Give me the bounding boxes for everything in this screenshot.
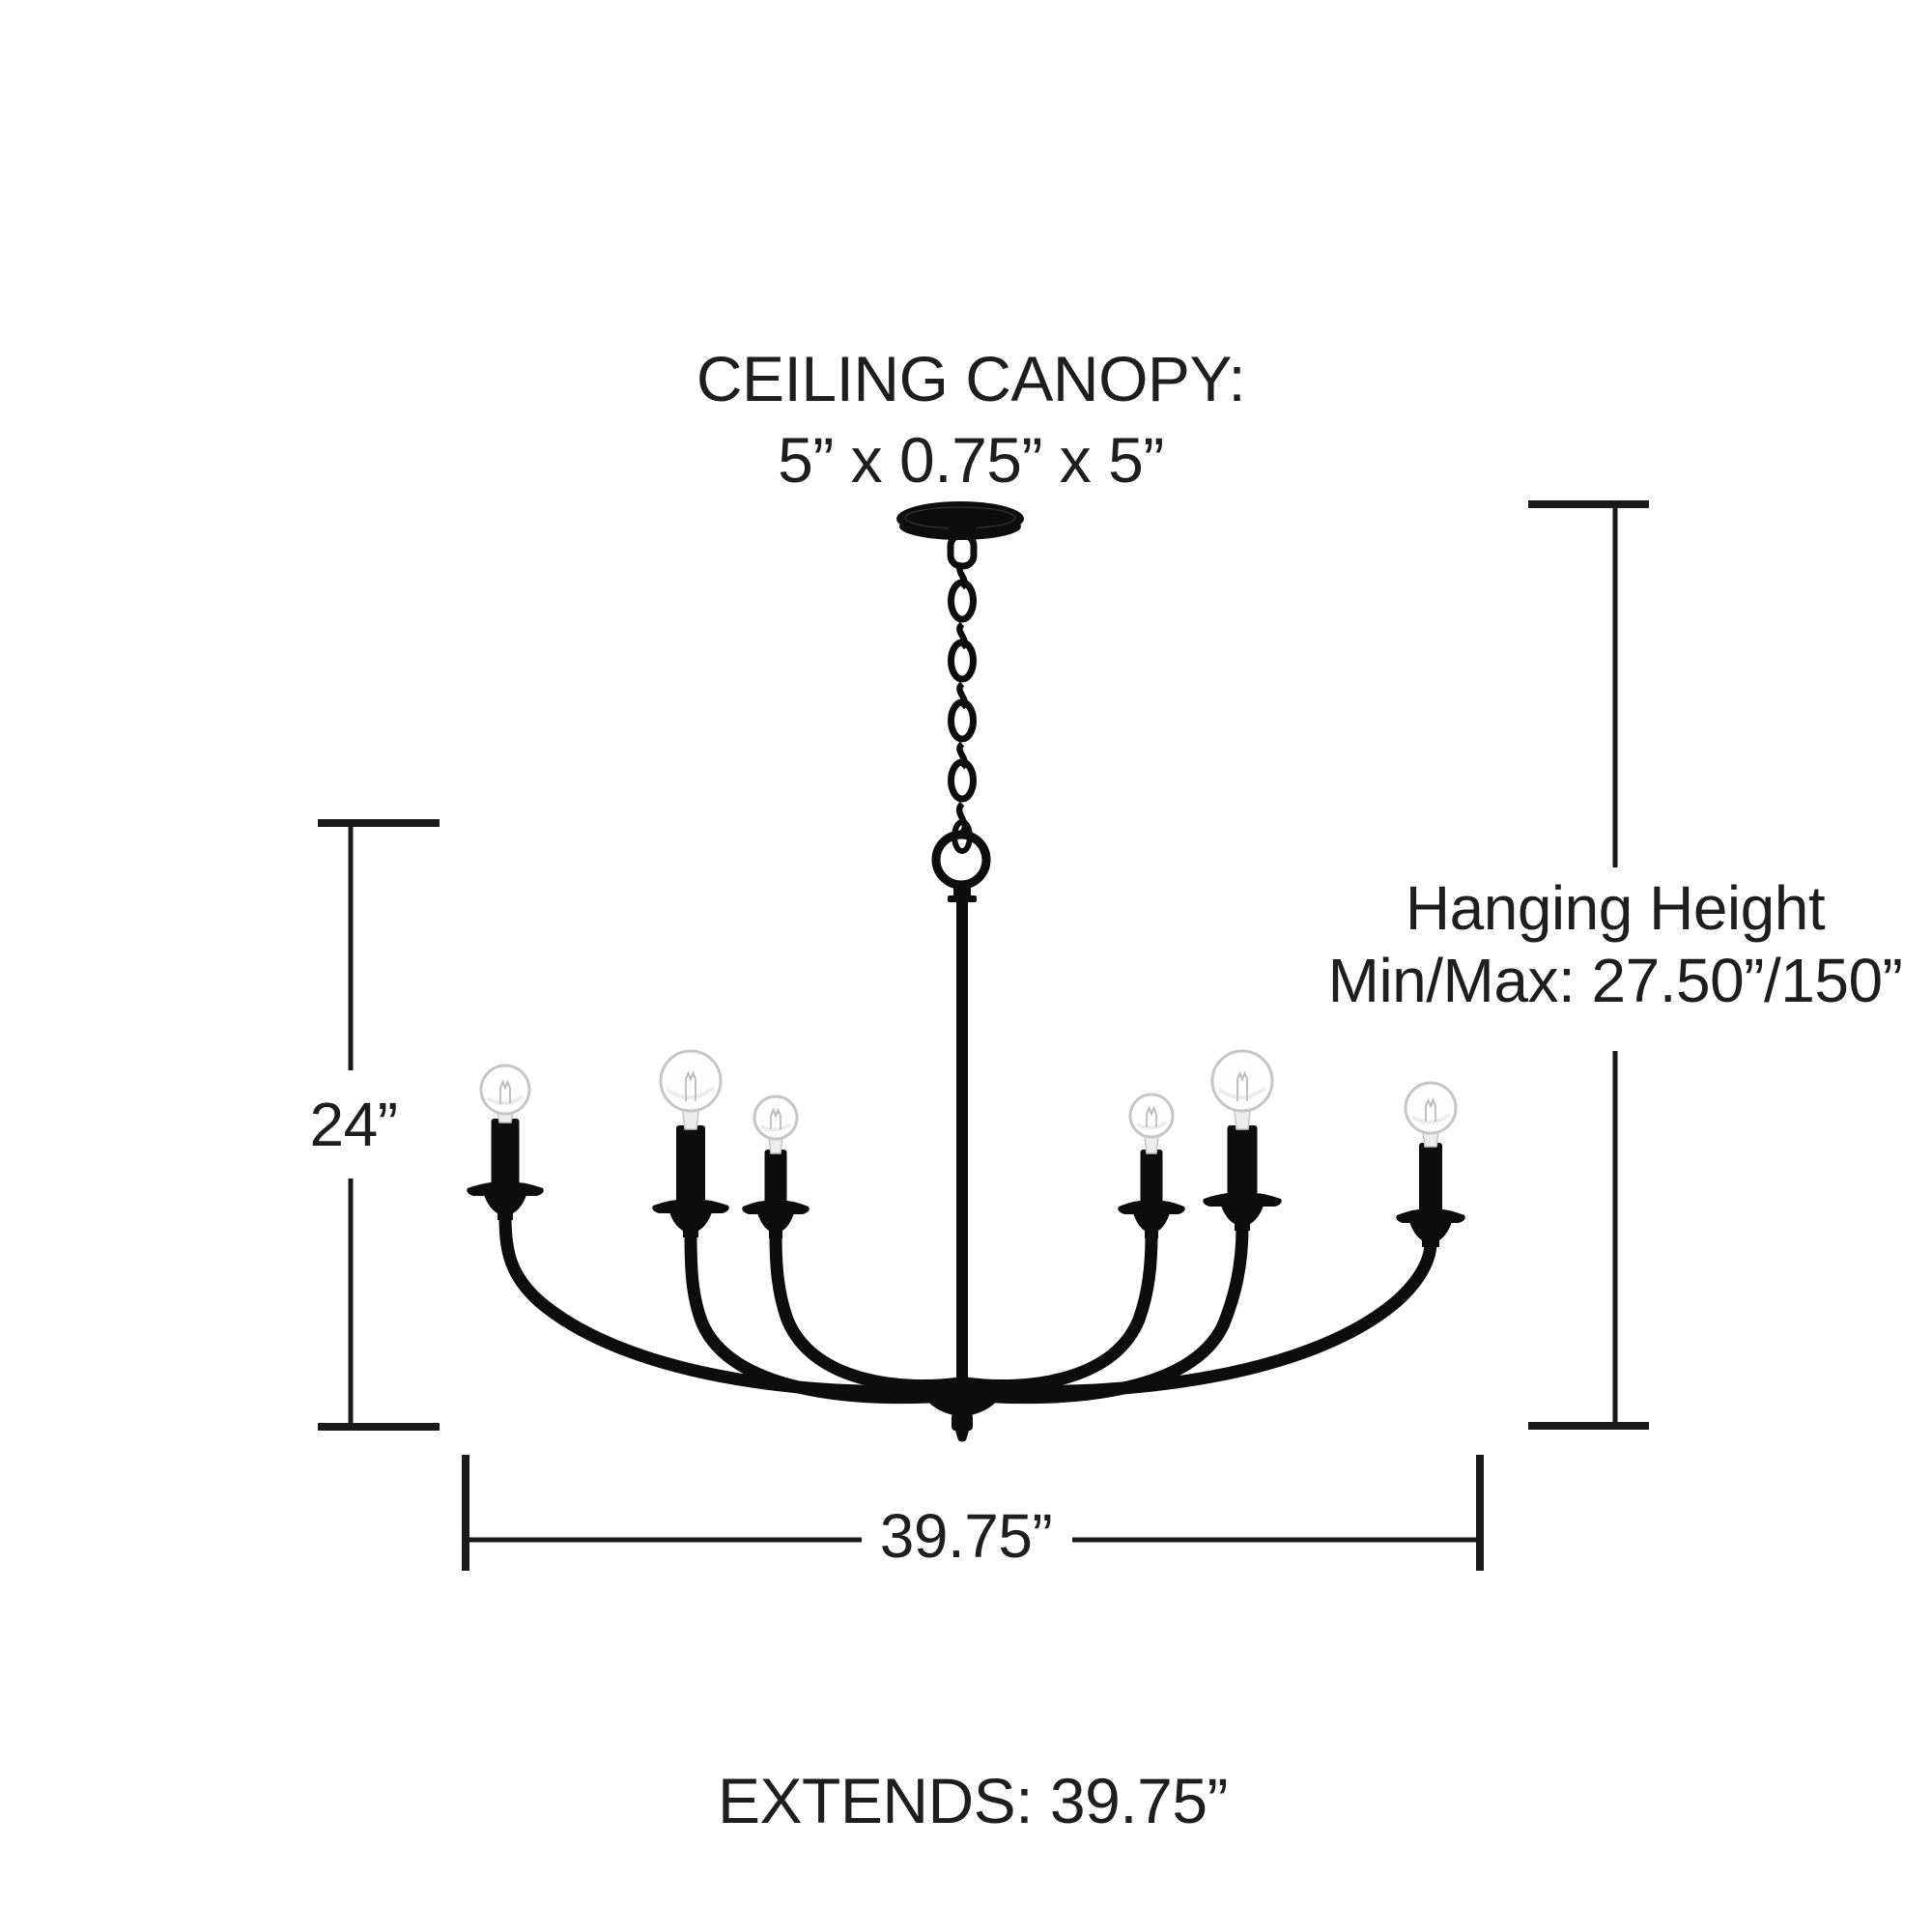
bottom-hub: [923, 1380, 1002, 1442]
chain-link: [955, 801, 969, 836]
arms: [498, 1209, 1437, 1405]
chain-link: [948, 698, 977, 743]
hanging-ring: [931, 830, 991, 902]
bulbs: [479, 1049, 1458, 1154]
arm: [963, 1236, 1437, 1398]
hanging-chain: [947, 531, 978, 854]
candle: [1396, 1143, 1465, 1247]
bulb-shading: [1410, 1113, 1451, 1124]
finial-body: [952, 1413, 973, 1431]
bulb: [659, 1049, 723, 1130]
bulb: [1210, 1049, 1274, 1130]
chain-link: [948, 579, 977, 623]
candle: [1203, 1125, 1282, 1231]
canopy-label-line1: CEILING CANOPY:: [696, 343, 1246, 414]
candle-sleeve: [676, 1125, 705, 1205]
candle-sleeve: [491, 1119, 520, 1187]
candle-bell: [484, 1195, 526, 1220]
ring: [931, 830, 991, 890]
candle: [652, 1125, 729, 1237]
hanging-height-dimension-line: [1528, 500, 1649, 1430]
bulb-shading: [1217, 1086, 1267, 1099]
candle: [742, 1150, 810, 1238]
hub-bowl: [923, 1380, 1002, 1415]
finial-tip: [955, 1431, 969, 1442]
candle-bobeche: [742, 1200, 810, 1214]
candle-bell: [1133, 1213, 1170, 1238]
arm: [959, 1228, 1158, 1393]
bulb: [753, 1094, 799, 1154]
hanging-height-label-line1: Hanging Height: [1405, 873, 1826, 943]
candle-bobeche: [652, 1199, 729, 1213]
arm: [961, 1220, 1249, 1405]
candle-sleeve: [764, 1150, 787, 1206]
extends-label: EXTENDS: 39.75”: [717, 1765, 1229, 1836]
bulb: [1128, 1093, 1175, 1154]
bulb-shading: [1136, 1121, 1168, 1130]
candles: [467, 1119, 1465, 1247]
candle-bell: [1409, 1222, 1452, 1247]
candle-bobeche: [1118, 1200, 1185, 1214]
candle-bobeche: [1203, 1192, 1282, 1207]
fixture-height-label: 24”: [309, 1090, 399, 1159]
canopy-label-line2: 5” x 0.75” x 5”: [778, 424, 1164, 496]
filament-coil: [1425, 1097, 1436, 1109]
candle-bobeche: [467, 1181, 544, 1196]
candle: [467, 1119, 544, 1220]
bulb: [479, 1064, 531, 1123]
height-dimension-line: [318, 819, 440, 1431]
bulb: [1404, 1081, 1458, 1148]
candle-bell: [669, 1212, 712, 1237]
filament-coil: [685, 1070, 696, 1082]
candle: [1118, 1150, 1185, 1238]
canopy-label: CEILING CANOPY: 5” x 0.75” x 5”: [696, 338, 1246, 500]
candle-sleeve: [1140, 1150, 1163, 1206]
candle-sleeve: [1419, 1143, 1442, 1214]
filament-coil: [1236, 1070, 1248, 1082]
bulb-shading: [666, 1086, 716, 1099]
chain-link: [948, 758, 977, 803]
filament-coil: [499, 1079, 511, 1091]
arm: [769, 1228, 967, 1393]
candle-bobeche: [1396, 1208, 1465, 1223]
bulb-shading: [760, 1122, 792, 1132]
width-dimension-line: [462, 1455, 1484, 1571]
hanging-height-label-line2: Min/Max: 27.50”/150”: [1327, 946, 1903, 1015]
ceiling-canopy: [896, 501, 1024, 540]
filament-coil: [770, 1107, 781, 1119]
candle-bell: [1221, 1206, 1264, 1231]
chandelier-illustration: [467, 501, 1465, 1442]
candle-sleeve: [1227, 1125, 1258, 1198]
candle-bell: [757, 1213, 794, 1238]
filament-coil: [1146, 1105, 1157, 1117]
arm: [684, 1227, 965, 1405]
hanging-height-label: Hanging Height Min/Max: 27.50”/150”: [1328, 872, 1903, 1017]
ring-collar-neck: [953, 887, 971, 895]
chain-link: [948, 639, 977, 683]
bulb-shading: [486, 1094, 525, 1105]
fixture-width-label: 39.75”: [879, 1501, 1053, 1571]
center-stem: [956, 898, 968, 1399]
